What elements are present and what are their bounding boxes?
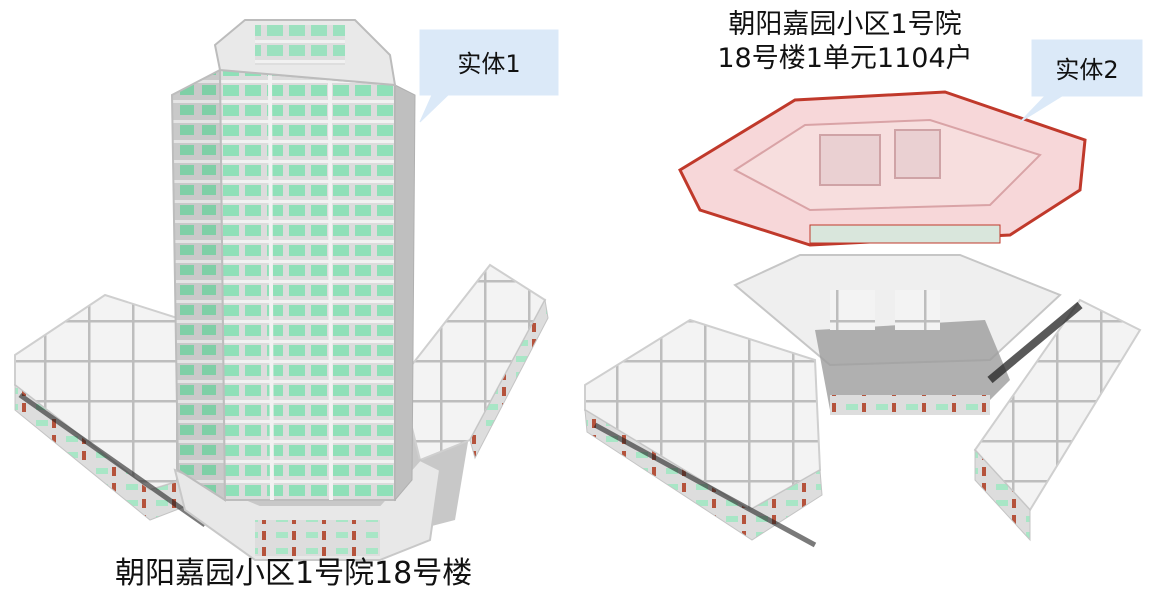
tower-right-face xyxy=(394,84,416,502)
right-right-wing-wall xyxy=(974,448,1031,542)
highlighted-unit-window-strip xyxy=(809,224,1001,244)
right-wing-wall xyxy=(469,298,549,460)
highlighted-unit-room-2 xyxy=(894,129,941,179)
lower-core-room-1 xyxy=(830,290,875,330)
callout-bubble-2 xyxy=(1019,39,1143,123)
building-model xyxy=(14,19,549,561)
callout-entity-1: 实体1 xyxy=(457,50,521,78)
lower-core-windows xyxy=(830,395,990,415)
highlighted-unit-floor xyxy=(733,118,1042,212)
building-caption: 朝阳嘉园小区1号院18号楼 xyxy=(115,556,473,591)
highlighted-unit-room-1 xyxy=(819,134,881,186)
unit-caption: 朝阳嘉园小区1号院 18号楼1单元1104户 xyxy=(680,8,1010,76)
unit-caption-line-2: 18号楼1单元1104户 xyxy=(717,43,973,74)
callout-bubble-1 xyxy=(419,29,559,123)
lower-core-room-2 xyxy=(895,290,940,330)
unit-caption-line-1: 朝阳嘉园小区1号院 xyxy=(728,9,962,40)
tower-left-face xyxy=(170,68,227,502)
base-annex-windows xyxy=(255,520,380,556)
lower-core-shadow xyxy=(815,320,1010,410)
tower-crown-windows xyxy=(255,25,345,65)
tower-front-face xyxy=(218,68,396,501)
tower-mullions xyxy=(268,73,333,501)
exploded-building xyxy=(584,90,1142,548)
callout-entity-2: 实体2 xyxy=(1055,56,1119,84)
